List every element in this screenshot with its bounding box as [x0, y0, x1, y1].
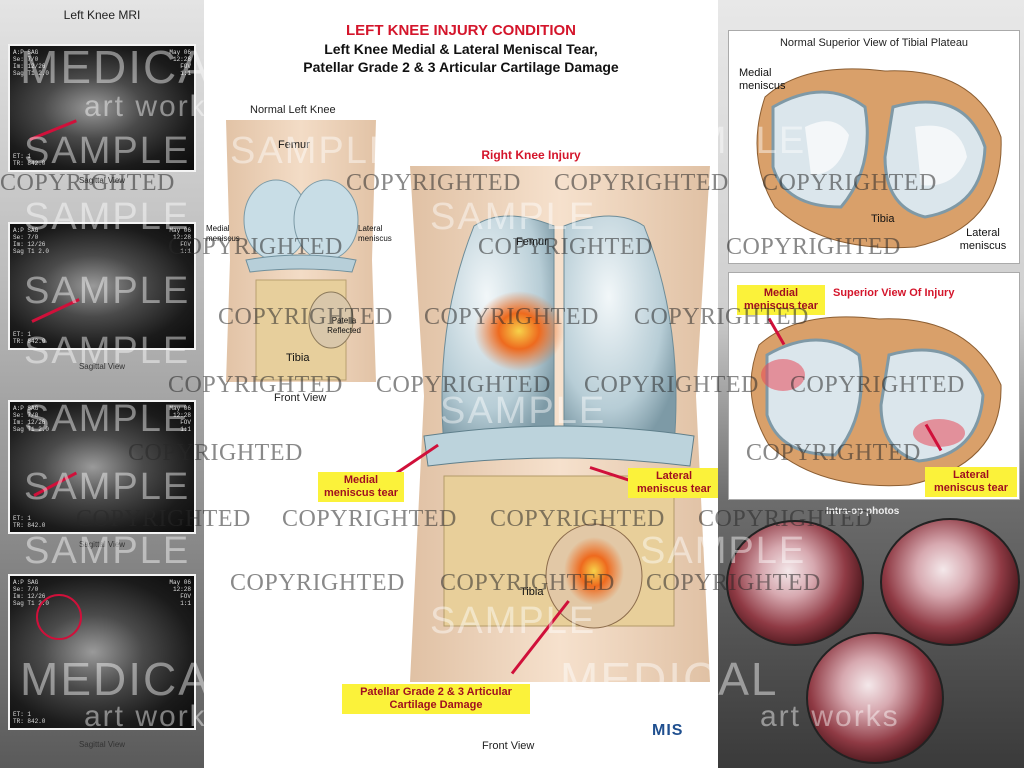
- medial-tear-label: Medial meniscus tear: [318, 472, 404, 502]
- mri-tear-arrow: [29, 119, 77, 141]
- injury-view-label: Front View: [482, 740, 535, 752]
- normal-medial-label: Medial meniscus: [206, 224, 240, 243]
- page-title: LEFT KNEE INJURY CONDITION: [345, 22, 577, 39]
- normal-knee-illustration: [226, 120, 376, 382]
- page-subtitle: Patellar Grade 2 & 3 Articular Cartilage…: [303, 59, 619, 75]
- injury-tibia-label: Tibia: [520, 586, 544, 598]
- tibial-plateau-title: Normal Superior View of Tibial Plateau: [779, 37, 969, 49]
- mri-caption: Sagittal View: [78, 540, 126, 549]
- mri-tear-arrow: [33, 471, 78, 497]
- tibial-plateau-card: Normal Superior View of Tibial Plateau M…: [728, 30, 1020, 264]
- title-block: LEFT KNEE INJURY CONDITION Left Knee Med…: [204, 22, 718, 76]
- lateral-tear-label: Lateral meniscus tear: [628, 468, 720, 498]
- intraop-photo-3: [806, 632, 944, 764]
- plateau-lateral-label: Lateral meniscus: [959, 227, 1007, 252]
- normal-patella-label: Patella Reflected: [327, 316, 361, 335]
- mri-damage-circle: [36, 594, 82, 640]
- superior-lateral-tear-label: Lateral meniscus tear: [925, 467, 1017, 497]
- normal-view-label: Front View: [274, 392, 327, 404]
- normal-lateral-label: Lateral meniscus: [358, 224, 392, 243]
- patellar-damage-label: Patellar Grade 2 & 3 Articular Cartilage…: [342, 684, 530, 714]
- superior-injury-title: Superior View Of Injury: [833, 287, 955, 299]
- injury-knee-illustration: [410, 166, 710, 682]
- mri-tear-arrow: [31, 298, 80, 323]
- mri-caption: Sagittal View: [78, 362, 126, 371]
- plateau-medial-label: Medial meniscus: [739, 67, 786, 92]
- injury-femur-label: Femur: [516, 236, 548, 248]
- copyright-watermark: COPYRIGHTED: [230, 570, 405, 596]
- tibial-plateau-illustration: [756, 68, 1002, 249]
- mri-caption: Sagittal View: [78, 740, 126, 749]
- normal-knee-title: Normal Left Knee: [250, 104, 336, 116]
- plateau-tibia-label: Tibia: [871, 213, 895, 225]
- page-subtitle: Left Knee Medial & Lateral Meniscal Tear…: [324, 41, 598, 57]
- mri-caption: Sagittal View: [78, 176, 126, 185]
- normal-tibia-label: Tibia: [286, 352, 310, 364]
- normal-femur-label: Femur: [278, 139, 310, 151]
- superior-medial-tear-label: Medial meniscus tear: [737, 285, 825, 315]
- intraop-photo-1: [726, 520, 864, 646]
- mis-logo: MIS: [652, 722, 684, 739]
- intraop-photo-2: [880, 518, 1020, 646]
- superior-injury-card: Medial meniscus tear Superior View Of In…: [728, 272, 1020, 500]
- injury-title: Right Knee Injury: [481, 148, 581, 162]
- intraop-title: Intra-op photos: [826, 506, 900, 517]
- mri-heading: Left Knee MRI: [63, 8, 141, 22]
